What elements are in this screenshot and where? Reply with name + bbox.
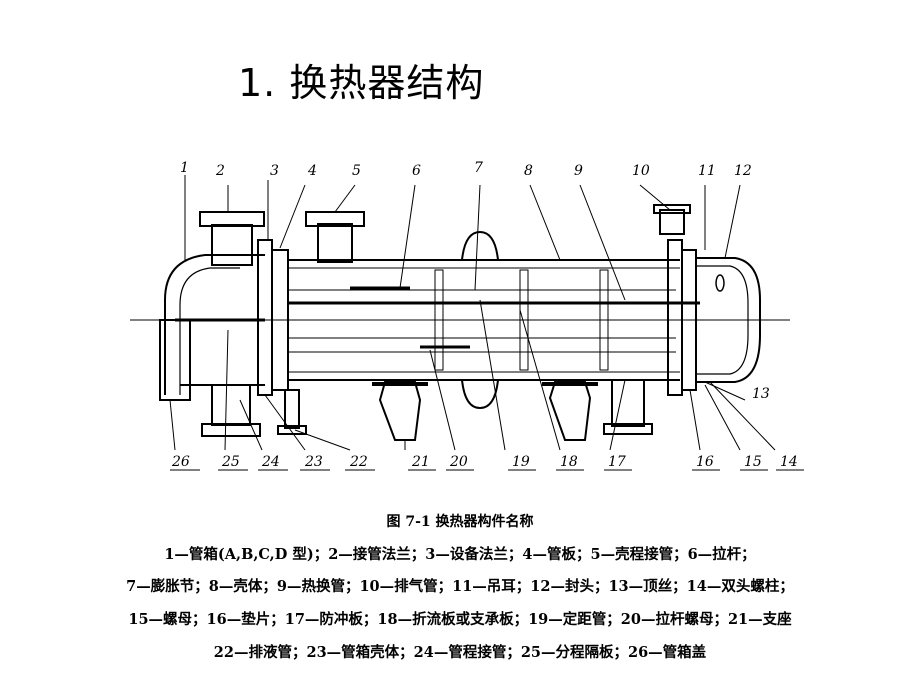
label-top-9: 9 <box>574 163 583 179</box>
label-bottom-24: 24 <box>261 454 280 470</box>
part-number-labels: 1 2 3 4 5 6 7 8 9 10 11 12 13 26 25 24 2… <box>171 160 798 470</box>
figure-caption: 图 7-1 换热器构件名称 <box>386 514 534 530</box>
legend-line: 7—膨胀节；8—壳体；9—热换管；10—排气管；11—吊耳；12—封头；13—顶… <box>126 578 794 595</box>
label-top-3: 3 <box>270 163 279 179</box>
label-top-6: 6 <box>412 163 421 179</box>
legend-line: 22—排液管；23—管箱壳体；24—管程接管；25—分程隔板；26—管箱盖 <box>213 644 707 661</box>
slide-title: 1. 换热器结构 <box>238 61 485 105</box>
label-bottom-26: 26 <box>171 454 190 470</box>
label-top-11: 11 <box>698 163 716 179</box>
label-top-5: 5 <box>352 163 361 179</box>
label-bottom-22: 22 <box>349 454 368 470</box>
label-bottom-25: 25 <box>221 454 240 470</box>
label-bottom-15: 15 <box>744 454 762 470</box>
label-bottom-14: 14 <box>780 454 798 470</box>
label-top-8: 8 <box>524 163 533 179</box>
label-top-1: 1 <box>180 160 189 176</box>
legend-line: 1—管箱(A,B,C,D 型)；2—接管法兰；3—设备法兰；4—管板；5—壳程接… <box>164 546 756 563</box>
label-top-12: 12 <box>734 163 752 179</box>
label-side-13: 13 <box>752 386 770 402</box>
label-bottom-19: 19 <box>512 454 530 470</box>
label-bottom-21: 21 <box>411 454 430 470</box>
label-top-10: 10 <box>632 163 650 179</box>
label-bottom-17: 17 <box>608 454 626 470</box>
label-top-2: 2 <box>215 163 225 179</box>
legend-line: 15—螺母；16—垫片；17—防冲板；18—折流板或支承板；19—定距管；20—… <box>128 611 792 628</box>
heat-exchanger-drawing: 1 2 3 4 5 6 7 8 9 10 11 12 13 26 25 24 2… <box>130 160 804 471</box>
label-bottom-20: 20 <box>449 454 468 470</box>
label-bottom-18: 18 <box>560 454 578 470</box>
label-bottom-23: 23 <box>304 454 323 470</box>
label-bottom-16: 16 <box>696 454 714 470</box>
label-top-7: 7 <box>474 160 483 176</box>
label-top-4: 4 <box>307 163 317 179</box>
